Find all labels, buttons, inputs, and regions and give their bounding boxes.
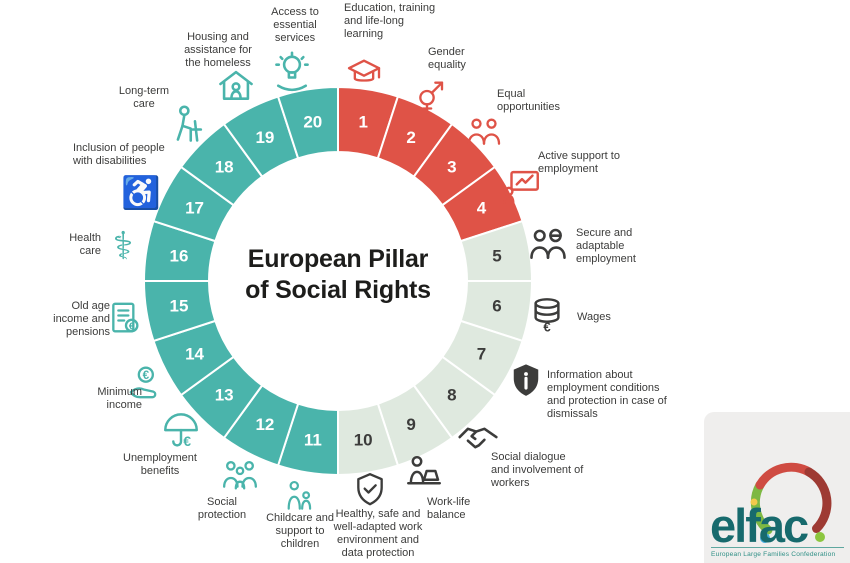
svg-text:⚕: ⚕ (113, 225, 134, 267)
segment-number-3: 3 (447, 158, 456, 177)
pillar-label-17: Inclusion of people with disabilities (73, 142, 165, 167)
svg-text:♿: ♿ (121, 175, 160, 211)
essential-services-icon (270, 50, 314, 94)
health-care-icon: ⚕ (102, 225, 144, 267)
donut-inner-circle (209, 152, 467, 410)
pillar-label-6: Wages (577, 311, 611, 323)
pillar-label-14: Minimum income (97, 386, 142, 411)
pillar-label-9: Work-life balance (427, 496, 471, 521)
elfac-logo-panel: elfac European Large Families Confederat… (704, 412, 850, 563)
pillar-label-20: Access to essential services (271, 6, 319, 44)
segment-number-10: 10 (354, 431, 373, 450)
segment-number-5: 5 (492, 246, 501, 265)
childcare-icon (280, 477, 318, 515)
segment-number-15: 15 (170, 297, 189, 316)
pillar-label-19: Housing and assistance for the homeless (184, 31, 252, 69)
pillar-label-7: Information about employment conditions … (547, 369, 667, 420)
segment-number-9: 9 (406, 415, 415, 434)
elfac-logo-text: elfac (710, 499, 808, 552)
svg-text:€: € (143, 369, 150, 382)
segment-number-12: 12 (255, 415, 274, 434)
education-icon (344, 54, 384, 94)
secure-employment-icon (526, 221, 570, 265)
pensions-icon: € (105, 298, 145, 338)
pillar-label-10: Healthy, safe and well-adapted work envi… (333, 508, 423, 559)
employment-support-icon (501, 166, 543, 208)
page-title: European Pillar of Social Rights (245, 245, 431, 305)
pillar-label-16: Health care (69, 232, 101, 257)
segment-number-17: 17 (185, 198, 204, 217)
segment-number-19: 19 (255, 128, 274, 147)
segment-number-7: 7 (477, 345, 486, 364)
employment-information-icon (505, 360, 547, 402)
segment-number-4: 4 (477, 198, 487, 217)
elfac-logo: elfac European Large Families Confederat… (710, 462, 844, 558)
housing-icon (214, 62, 258, 106)
segment-number-8: 8 (447, 385, 456, 404)
segment-number-2: 2 (406, 128, 415, 147)
minimum-income-icon: € (125, 363, 165, 403)
unemployment-benefits-icon: € (160, 410, 202, 452)
pillar-label-11: Childcare and support to children (266, 512, 334, 550)
gender-equality-icon (412, 76, 452, 116)
segment-number-20: 20 (303, 112, 322, 131)
segment-number-1: 1 (358, 112, 367, 131)
long-term-care-icon (166, 102, 210, 146)
segment-number-16: 16 (170, 246, 189, 265)
pillar-label-2: Gender equality (428, 46, 466, 71)
pillar-label-12: Social protection (197, 496, 247, 521)
safe-work-environment-icon (350, 470, 390, 510)
pillar-label-4: Active support to employment (538, 150, 620, 175)
elfac-logo-caption: European Large Families Confederation (711, 551, 835, 558)
svg-text:€: € (543, 320, 551, 335)
pillar-label-1: Education, training and life-long learni… (344, 2, 436, 40)
work-life-balance-icon (403, 450, 445, 492)
segment-20 (276, 85, 339, 160)
svg-text:€: € (129, 321, 135, 332)
elfac-arch-icon (750, 462, 832, 543)
pillar-label-13: Unemployment benefits (123, 452, 197, 477)
segment-number-13: 13 (215, 385, 234, 404)
pillar-label-3: Equal opportunities (497, 88, 560, 113)
segment-number-6: 6 (492, 297, 501, 316)
social-dialogue-icon (456, 416, 500, 460)
social-protection-icon (220, 455, 260, 495)
equal-opportunities-icon (464, 112, 504, 152)
segment-number-18: 18 (215, 158, 234, 177)
segment-number-11: 11 (304, 431, 322, 450)
pillar-label-15: Old age income and pensions (53, 300, 110, 338)
pillar-label-18: Long-term care (118, 85, 170, 110)
pillar-label-5: Secure and adaptable employment (576, 227, 636, 265)
segment-number-14: 14 (185, 345, 204, 364)
wages-icon: € (526, 293, 568, 335)
disability-inclusion-icon: ♿ (121, 172, 161, 212)
pillar-label-8: Social dialogue and involvement of worke… (491, 451, 584, 489)
svg-text:€: € (183, 433, 191, 449)
